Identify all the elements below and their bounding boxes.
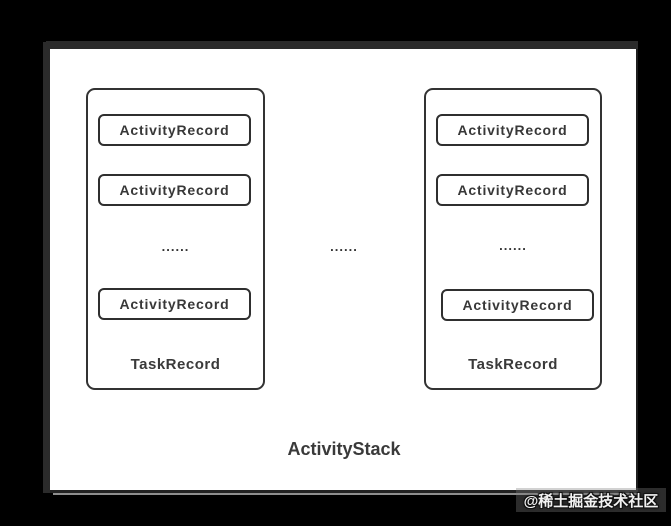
- activity-record-box: ActivityRecord: [98, 114, 251, 146]
- panel-shadow-bottom: [53, 493, 639, 495]
- task-record-label: TaskRecord: [468, 356, 558, 373]
- activity-record-box: ActivityRecord: [436, 174, 589, 206]
- watermark: @稀土掘金技术社区: [516, 488, 666, 512]
- activity-record-box: ActivityRecord: [441, 289, 594, 321]
- activity-record-box: ActivityRecord: [98, 174, 251, 206]
- task-record-label: TaskRecord: [130, 356, 221, 373]
- panel-frame-top: [46, 41, 638, 49]
- panel-frame-left: [43, 42, 50, 493]
- activity-record-box: ActivityRecord: [436, 114, 589, 146]
- activity-record-box: ActivityRecord: [98, 288, 251, 320]
- ellipsis-label: ......: [330, 239, 358, 254]
- ellipsis-label: ......: [161, 239, 190, 254]
- ellipsis-label: ......: [499, 238, 527, 253]
- activity-stack-label: ActivityStack: [287, 439, 401, 459]
